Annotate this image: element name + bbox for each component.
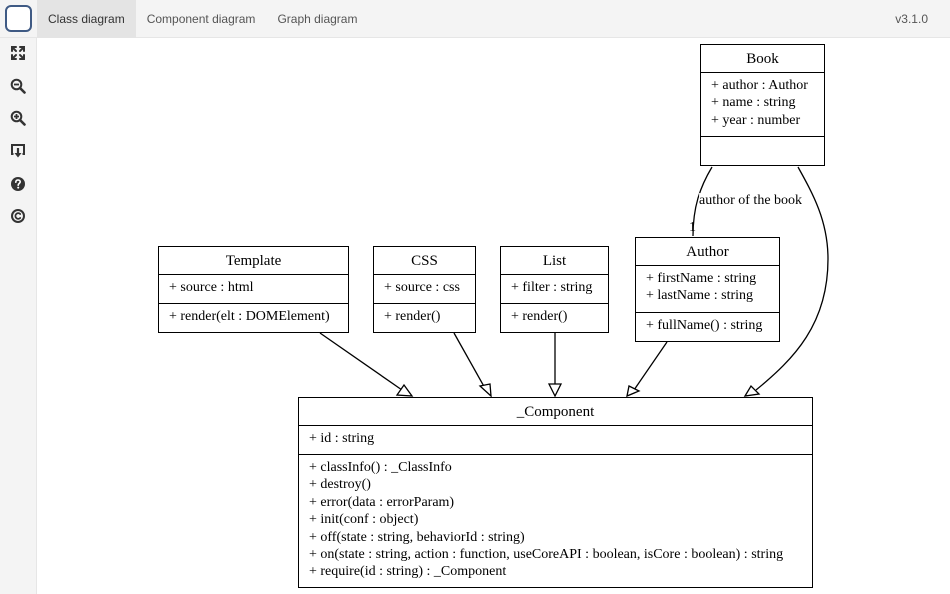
zoom-out-icon: [10, 78, 26, 94]
class-method: + init(conf : object): [309, 512, 419, 528]
version-label: v3.1.0: [895, 12, 928, 26]
generalization-line-author: [633, 341, 668, 391]
class-method: + render(elt : DOMElement): [169, 309, 330, 324]
class-attribute: + firstName : string: [646, 271, 757, 286]
copyright-icon: [11, 209, 25, 223]
diagram-tabs: Class diagram Component diagram Graph di…: [37, 0, 368, 38]
class-methods-book: [701, 137, 824, 145]
class-method: + error(data : errorParam): [309, 494, 455, 510]
fullscreen-button[interactable]: [8, 43, 28, 63]
class-method: + destroy(): [309, 477, 371, 493]
generalization-arrow-list: [547, 383, 563, 398]
generalization-arrow-author: [626, 385, 641, 398]
generalization-line-template: [319, 332, 403, 391]
tab-graph-diagram[interactable]: Graph diagram: [277, 12, 358, 26]
export-button[interactable]: [8, 141, 28, 161]
help-button[interactable]: [8, 174, 28, 194]
generalization-arrow-book: [743, 384, 761, 397]
class-attribute: + name : string: [711, 95, 796, 111]
fullscreen-icon: [11, 46, 25, 60]
class-methods-component: + classInfo() : _ClassInfo + destroy() +…: [299, 455, 812, 585]
class-title-css: CSS: [374, 247, 475, 275]
class-attributes-list: + filter : string: [501, 275, 608, 304]
class-title-book: Book: [701, 45, 824, 73]
class-box-component[interactable]: _Component + id : string + classInfo() :…: [298, 397, 813, 588]
class-method: + fullName() : string: [646, 318, 763, 333]
generalization-arrow-css: [478, 383, 492, 398]
class-methods-template: + render(elt : DOMElement): [159, 304, 348, 329]
class-attributes-book: + author : Author + name : string + year…: [701, 73, 824, 137]
export-icon: [11, 144, 25, 158]
help-icon: [11, 177, 25, 191]
zoom-out-button[interactable]: [8, 76, 28, 96]
class-attributes-component: + id : string: [299, 426, 812, 455]
class-box-css[interactable]: CSS + source : css + render(): [373, 246, 476, 333]
diagram-relations: [319, 166, 829, 398]
generalization-line-book: [755, 166, 829, 391]
class-attribute: + source : css: [384, 280, 460, 295]
copyright-button[interactable]: [8, 206, 28, 226]
class-attribute: + filter : string: [511, 280, 593, 295]
class-box-book[interactable]: Book + author : Author + name : string +…: [700, 44, 825, 166]
class-title-template: Template: [159, 247, 348, 275]
tab-class-diagram[interactable]: Class diagram: [37, 0, 136, 38]
class-method: + off(state : string, behaviorId : strin…: [309, 529, 525, 545]
toolbar: Class diagram Component diagram Graph di…: [0, 0, 950, 38]
class-box-list[interactable]: List + filter : string + render(): [500, 246, 609, 333]
diagram-canvas[interactable]: Book + author : Author + name : string +…: [38, 39, 950, 594]
class-method: + on(state : string, action : function, …: [309, 546, 784, 562]
class-attributes-author: + firstName : string + lastName : string: [636, 266, 779, 313]
class-attribute: + year : number: [711, 112, 801, 128]
class-method: + classInfo() : _ClassInfo: [309, 460, 452, 475]
class-attribute: + id : string: [309, 431, 375, 446]
class-methods-author: + fullName() : string: [636, 313, 779, 338]
generalization-arrow-template: [395, 383, 414, 397]
class-attribute: + author : Author: [711, 78, 808, 93]
class-attributes-css: + source : css: [374, 275, 475, 304]
zoom-in-icon: [10, 110, 26, 126]
generalization-line-css: [453, 332, 487, 391]
class-title-list: List: [501, 247, 608, 275]
class-methods-css: + render(): [374, 304, 475, 329]
app-logo-icon[interactable]: [5, 5, 32, 32]
class-method: + render(): [511, 309, 568, 324]
class-attribute: + source : html: [169, 280, 254, 295]
class-method: + render(): [384, 309, 441, 324]
class-box-template[interactable]: Template + source : html + render(elt : …: [158, 246, 349, 333]
relation-label-author-of-the-book: author of the book: [699, 193, 803, 209]
class-attributes-template: + source : html: [159, 275, 348, 304]
zoom-in-button[interactable]: [8, 108, 28, 128]
class-title-component: _Component: [299, 398, 812, 426]
sidebar: [0, 38, 37, 594]
relation-multiplicity: 1: [689, 220, 696, 235]
class-title-author: Author: [636, 238, 779, 266]
class-methods-list: + render(): [501, 304, 608, 329]
association-line-book-author: [692, 166, 713, 237]
class-attribute: + lastName : string: [646, 288, 754, 304]
class-box-author[interactable]: Author + firstName : string + lastName :…: [635, 237, 780, 342]
tab-component-diagram[interactable]: Component diagram: [146, 12, 256, 26]
class-method: + require(id : string) : _Component: [309, 564, 507, 580]
